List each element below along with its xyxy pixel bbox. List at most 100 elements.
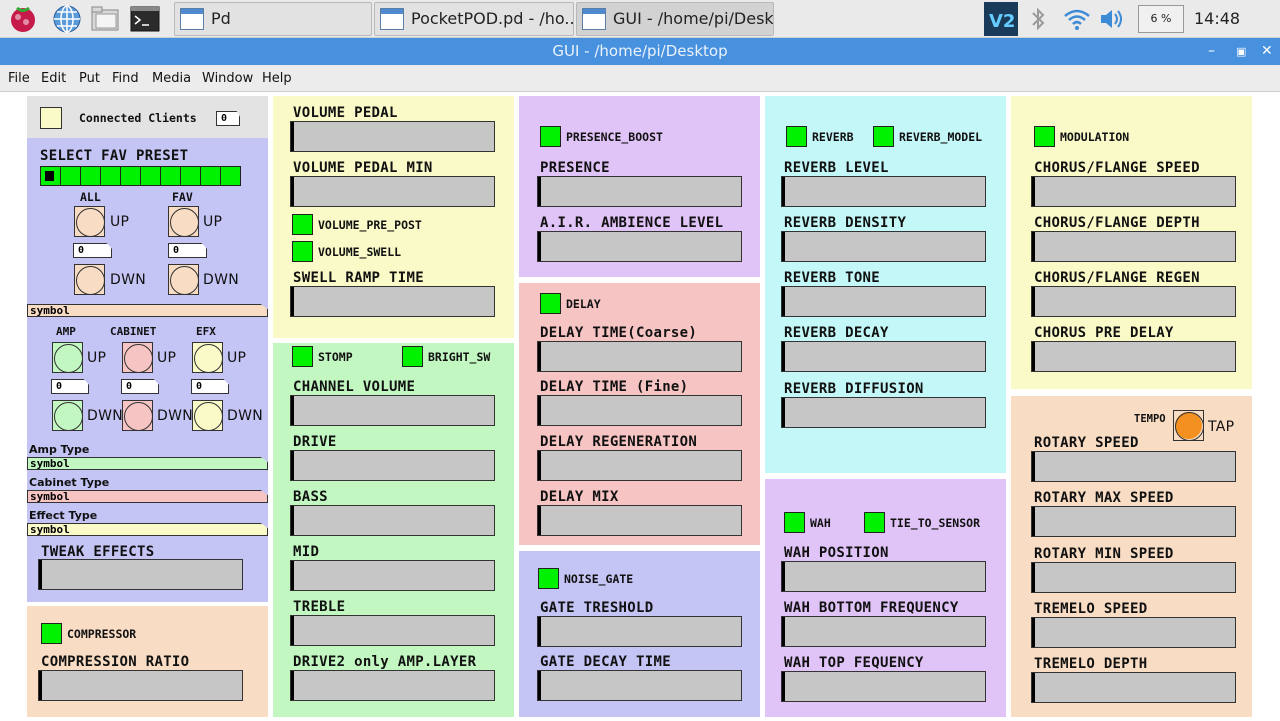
bass-slider[interactable] (290, 505, 495, 536)
volume-pedal-min-slider[interactable] (290, 176, 495, 207)
amp-up-bang[interactable] (52, 342, 83, 373)
task-pd[interactable]: Pd (174, 2, 372, 36)
tremolo-depth-slider[interactable] (1031, 672, 1236, 703)
cabinet-type-symbol[interactable]: symbol (27, 490, 268, 503)
chorus-speed-slider[interactable] (1031, 176, 1236, 207)
radio-cell[interactable] (121, 167, 141, 185)
tap-tempo-bang[interactable] (1173, 410, 1204, 441)
cabinet-down-bang[interactable] (122, 400, 153, 431)
cpu-monitor[interactable]: 6 % (1138, 5, 1184, 33)
reverb-toggle[interactable] (786, 126, 807, 147)
reverb-level-slider[interactable] (781, 176, 986, 207)
amp-number[interactable]: 0 (51, 379, 89, 394)
stomp-toggle[interactable] (292, 346, 313, 367)
noise-gate-toggle[interactable] (538, 568, 559, 589)
chorus-predelay-slider[interactable] (1031, 341, 1236, 372)
delay-coarse-slider[interactable] (537, 341, 742, 372)
radio-cell[interactable] (61, 167, 81, 185)
compressor-toggle[interactable] (41, 623, 62, 644)
raspberry-menu-icon[interactable] (8, 4, 38, 34)
delay-regen-slider[interactable] (537, 450, 742, 481)
air-ambience-slider[interactable] (537, 231, 742, 262)
wifi-icon[interactable] (1062, 4, 1092, 34)
drive2-slider[interactable] (290, 670, 495, 701)
rotary-min-slider[interactable] (1031, 562, 1236, 593)
web-browser-icon[interactable] (52, 4, 82, 34)
gate-decay-slider[interactable] (537, 670, 742, 701)
preset-symbol[interactable]: symbol (27, 304, 268, 317)
efx-down-bang[interactable] (192, 400, 223, 431)
all-down-bang[interactable] (74, 264, 105, 295)
delay-toggle[interactable] (540, 293, 561, 314)
volume-pedal-slider[interactable] (290, 121, 495, 152)
radio-cell[interactable] (161, 167, 181, 185)
volume-swell-toggle[interactable] (292, 241, 313, 262)
radio-cell[interactable] (81, 167, 101, 185)
rotary-speed-slider[interactable] (1031, 451, 1236, 482)
mid-slider[interactable] (290, 560, 495, 591)
channel-volume-slider[interactable] (290, 395, 495, 426)
file-manager-icon[interactable] (90, 4, 120, 34)
all-up-bang[interactable] (74, 206, 105, 237)
window-titlebar[interactable]: GUI - /home/pi/Desktop – ▣ ✕ (0, 38, 1280, 65)
fav-preset-radio[interactable] (40, 166, 241, 186)
tweak-effects-slider[interactable] (38, 559, 243, 590)
amp-type-symbol[interactable]: symbol (27, 457, 268, 470)
presence-slider[interactable] (537, 176, 742, 207)
radio-cell[interactable] (221, 167, 240, 185)
task-gui[interactable]: GUI - /home/pi/Desk... (576, 2, 774, 36)
vnc-icon[interactable]: V2 (984, 2, 1018, 36)
gate-threshold-slider[interactable] (537, 616, 742, 647)
menu-help[interactable]: Help (262, 71, 292, 86)
radio-cell[interactable] (101, 167, 121, 185)
efx-up-bang[interactable] (192, 342, 223, 373)
swell-ramp-slider[interactable] (290, 286, 495, 317)
terminal-icon[interactable] (130, 4, 160, 34)
radio-cell[interactable] (201, 167, 221, 185)
fav-down-bang[interactable] (168, 264, 199, 295)
reverb-model-toggle[interactable] (873, 126, 894, 147)
delay-mix-slider[interactable] (537, 505, 742, 536)
menu-edit[interactable]: Edit (41, 71, 67, 86)
fav-up-bang[interactable] (168, 206, 199, 237)
task-pocketpod[interactable]: PocketPOD.pd - /ho... (374, 2, 574, 36)
menu-find[interactable]: Find (112, 71, 139, 86)
cabinet-up-bang[interactable] (122, 342, 153, 373)
amp-down-bang[interactable] (52, 400, 83, 431)
wah-bottom-slider[interactable] (781, 616, 986, 647)
minimize-icon[interactable]: – (1208, 43, 1215, 59)
presence-boost-toggle[interactable] (540, 126, 561, 147)
cabinet-number[interactable]: 0 (121, 379, 159, 394)
all-number[interactable]: 0 (73, 243, 112, 258)
volume-pre-post-toggle[interactable] (292, 214, 313, 235)
wah-top-slider[interactable] (781, 671, 986, 702)
modulation-toggle[interactable] (1034, 126, 1055, 147)
efx-number[interactable]: 0 (191, 379, 229, 394)
reverb-decay-slider[interactable] (781, 341, 986, 372)
effect-type-symbol[interactable]: symbol (27, 523, 268, 536)
radio-cell[interactable] (141, 167, 161, 185)
close-icon[interactable]: ✕ (1261, 43, 1273, 59)
menu-media[interactable]: Media (152, 71, 192, 86)
chorus-regen-slider[interactable] (1031, 286, 1236, 317)
wah-position-slider[interactable] (781, 561, 986, 592)
reverb-diffusion-slider[interactable] (781, 397, 986, 428)
radio-cell-selected[interactable] (41, 167, 61, 185)
drive-slider[interactable] (290, 450, 495, 481)
rotary-max-slider[interactable] (1031, 506, 1236, 537)
clients-indicator[interactable] (40, 107, 62, 129)
reverb-density-slider[interactable] (781, 231, 986, 262)
clients-number[interactable]: 0 (216, 111, 240, 126)
reverb-tone-slider[interactable] (781, 286, 986, 317)
chorus-depth-slider[interactable] (1031, 231, 1236, 262)
clock[interactable]: 14:48 (1194, 9, 1241, 28)
treble-slider[interactable] (290, 615, 495, 646)
volume-icon[interactable] (1098, 4, 1128, 34)
tremolo-speed-slider[interactable] (1031, 617, 1236, 648)
fav-number[interactable]: 0 (168, 243, 207, 258)
compression-ratio-slider[interactable] (38, 670, 243, 701)
wah-toggle[interactable] (784, 512, 805, 533)
bright-switch-toggle[interactable] (402, 346, 423, 367)
bluetooth-icon[interactable] (1028, 4, 1058, 34)
menu-put[interactable]: Put (79, 71, 100, 86)
